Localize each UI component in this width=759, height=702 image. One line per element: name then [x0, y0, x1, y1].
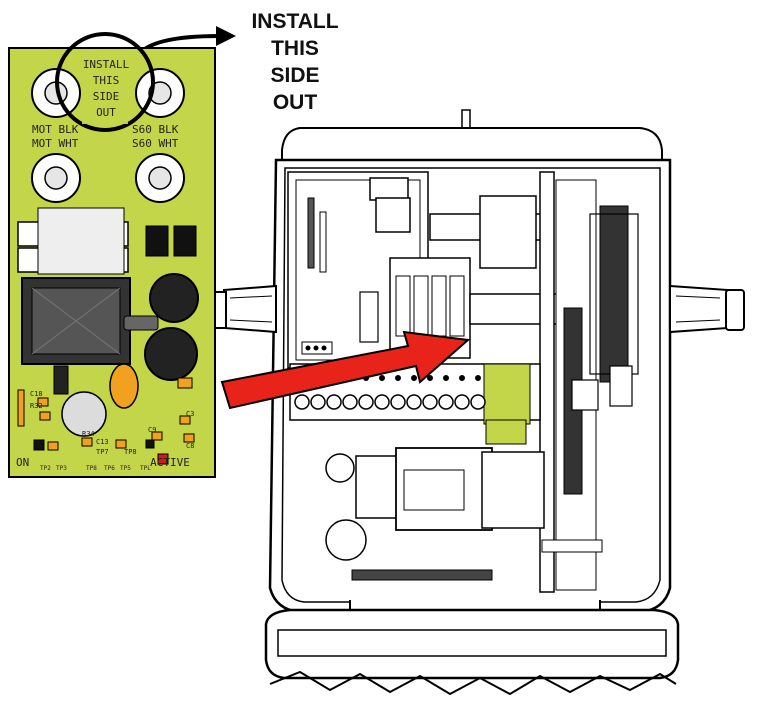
callout-line-2: THIS	[271, 37, 319, 60]
test-point-label: TP8	[86, 465, 97, 472]
label-c13: C13	[96, 438, 109, 446]
on-led	[33, 439, 45, 451]
terminal-screw	[406, 394, 422, 410]
test-point-label: TP5	[120, 465, 131, 472]
terminal-ring-mot-wht	[31, 153, 81, 203]
terminal-screw-head	[395, 375, 401, 381]
install-side-highlight-circle	[55, 32, 155, 132]
test-point-label: TPL	[140, 465, 151, 472]
circle-text-line-3: SIDE	[93, 90, 120, 103]
ic-chip	[53, 365, 69, 395]
callout-line-1: INSTALL	[251, 10, 339, 33]
motor-assembly	[325, 447, 603, 581]
label-active: ACTIVE	[150, 456, 190, 469]
silver-buzzer	[61, 391, 107, 437]
terminal-ring-s60-wht	[135, 153, 185, 203]
black-connector-1	[145, 225, 169, 257]
test-point-labels: TP2 TP3 TP8 TP6 TP5 TPL	[40, 465, 151, 472]
callout-arrowhead	[216, 26, 236, 46]
terminal-screw	[454, 394, 470, 410]
callout-line-3: SIDE	[270, 64, 320, 87]
gear-stack	[563, 205, 639, 495]
terminal-screw	[470, 394, 486, 410]
resistor	[123, 315, 159, 331]
terminal-screw-head	[475, 375, 481, 381]
insert-direction-arrow	[220, 330, 471, 410]
circle-text-line-1: INSTALL	[83, 58, 130, 71]
label-c8: C8	[186, 442, 194, 450]
terminal-screw-head	[379, 375, 385, 381]
terminal-screw	[358, 394, 374, 410]
label-on: ON	[16, 456, 29, 469]
orange-capacitor	[109, 363, 139, 409]
label-c18: C18	[30, 390, 43, 398]
test-point-label: TP3	[56, 465, 67, 472]
terminal-screw	[390, 394, 406, 410]
label-s60-wht: S60 WHT	[132, 137, 179, 150]
label-r32: R32	[30, 402, 43, 410]
capacitor-large	[149, 273, 199, 323]
label-r34: R34	[82, 430, 95, 438]
black-connector-2	[173, 225, 197, 257]
terminal-screw	[422, 394, 438, 410]
jumper-block	[17, 207, 129, 275]
terminal-screw-head	[411, 375, 417, 381]
active-led	[157, 453, 169, 465]
label-tp7: TP7	[96, 448, 109, 456]
terminal-screw	[374, 394, 390, 410]
terminal-screw-head	[459, 375, 465, 381]
terminal-screw-head	[443, 375, 449, 381]
terminal-screw	[310, 394, 326, 410]
callout-line-4: OUT	[272, 91, 318, 114]
terminal-screw	[294, 394, 310, 410]
terminal-screw	[326, 394, 342, 410]
install-callout-text: INSTALL THIS SIDE OUT	[220, 8, 370, 116]
plug-in-board: INSTALL THIS SIDE OUT MOT BLK MOT WHT S6…	[8, 32, 216, 478]
label-s60-blk: S60 BLK	[132, 123, 179, 136]
test-point-label: TP6	[104, 465, 115, 472]
label-mot-wht: MOT WHT	[32, 137, 79, 150]
label-c3: C3	[186, 410, 194, 418]
circle-text-line-4: OUT	[96, 106, 116, 119]
terminal-screw-head	[427, 375, 433, 381]
terminal-screw	[342, 394, 358, 410]
circle-text-line-2: THIS	[93, 74, 120, 87]
capacitor-lower	[144, 327, 198, 381]
test-point-label: TP2	[40, 465, 51, 472]
label-tp8: TP8	[124, 448, 137, 456]
label-c9: C9	[148, 426, 156, 434]
terminal-ring-mot-blk	[31, 68, 81, 118]
terminal-screw	[438, 394, 454, 410]
label-mot-blk: MOT BLK	[32, 123, 79, 136]
